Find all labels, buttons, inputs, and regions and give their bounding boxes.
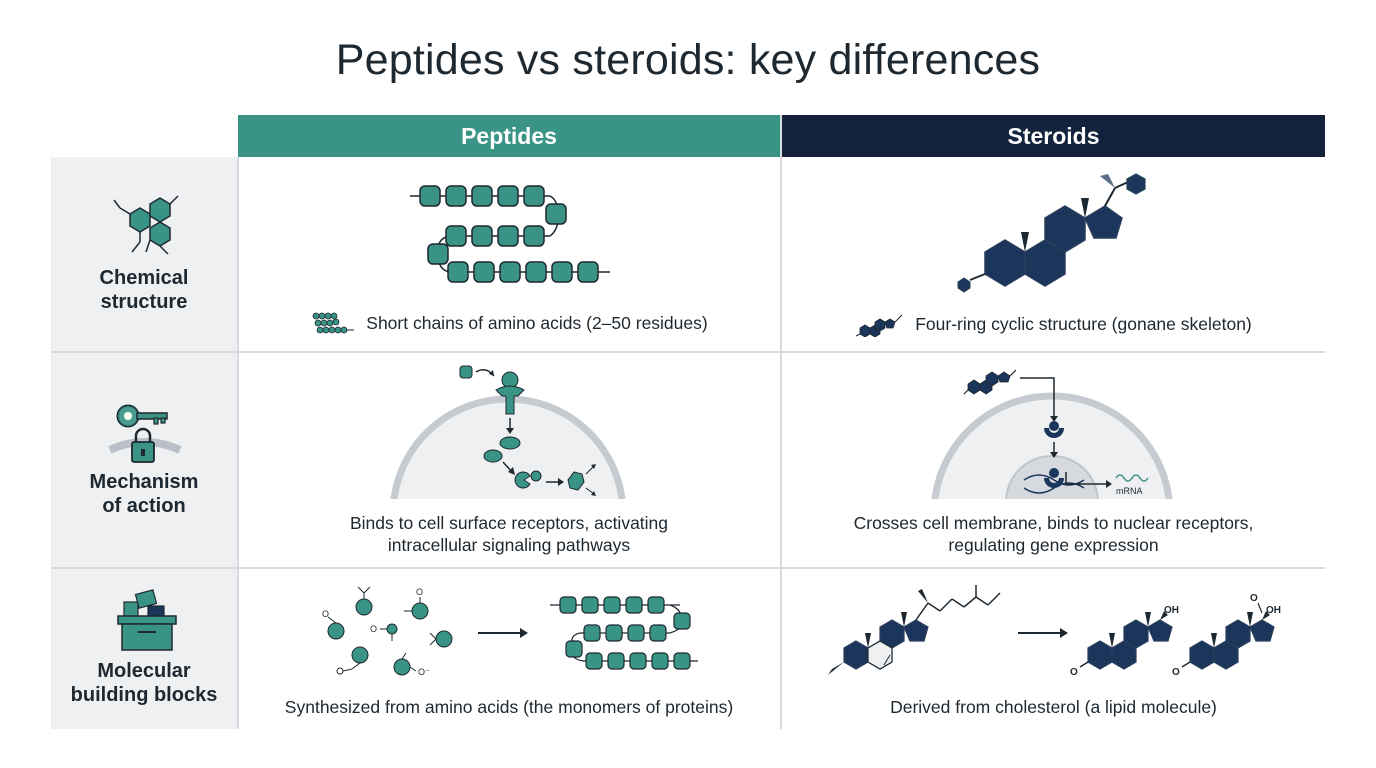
oxygen-label: O <box>370 624 377 634</box>
row-divider <box>51 351 1325 353</box>
column-divider <box>780 115 782 729</box>
oxygen-label: O <box>1172 667 1180 678</box>
steroid-four-ring-illustration <box>950 170 1160 305</box>
mini-peptide-chain-icon <box>312 312 355 334</box>
oxygen-label: O <box>416 587 423 597</box>
mrna-label: mRNA <box>1116 486 1143 496</box>
peptides-building-blocks-caption: Synthesized from amino acids (the monome… <box>284 697 734 717</box>
peptide-mechanism-illustration <box>388 362 638 507</box>
page-title: Peptides vs steroids: key differences <box>335 36 1041 84</box>
steroids-mechanism-caption: Crosses cell membrane, binds to nuclear … <box>853 513 1254 555</box>
hydroxyl-label: OH <box>1164 605 1179 616</box>
column-divider <box>237 157 239 729</box>
peptides-structure-caption: Short chains of amino acids (2–50 residu… <box>238 311 780 335</box>
mini-steroid-icon <box>856 314 903 337</box>
peptides-mechanism-caption: Binds to cell surface receptors, activat… <box>349 513 669 555</box>
steroids-building-blocks-caption: Derived from cholesterol (a lipid molecu… <box>890 697 1217 717</box>
peptide-chain-illustration <box>400 178 620 293</box>
column-header-steroids: Steroids <box>782 115 1325 157</box>
building-blocks-box-icon <box>51 588 237 656</box>
hydroxyl-label: OH <box>1266 605 1281 616</box>
amino-acids-to-peptide-illustration: O O O O⁻ <box>310 583 710 693</box>
oxygen-label: O <box>1070 667 1078 678</box>
steroid-mechanism-illustration: mRNA <box>928 362 1178 507</box>
oxygen-label: O <box>1250 593 1258 604</box>
steroids-structure-caption: Four-ring cyclic structure (gonane skele… <box>782 311 1325 337</box>
hexagon-structure-icon <box>51 190 237 260</box>
row-divider <box>51 567 1325 569</box>
column-header-peptides: Peptides <box>238 115 780 157</box>
cholesterol-to-steroids-illustration: OH OH O O O <box>818 585 1288 690</box>
oxygen-minus-label: O⁻ <box>418 667 430 677</box>
oxygen-label: O <box>322 609 329 619</box>
key-lock-icon <box>51 400 237 466</box>
